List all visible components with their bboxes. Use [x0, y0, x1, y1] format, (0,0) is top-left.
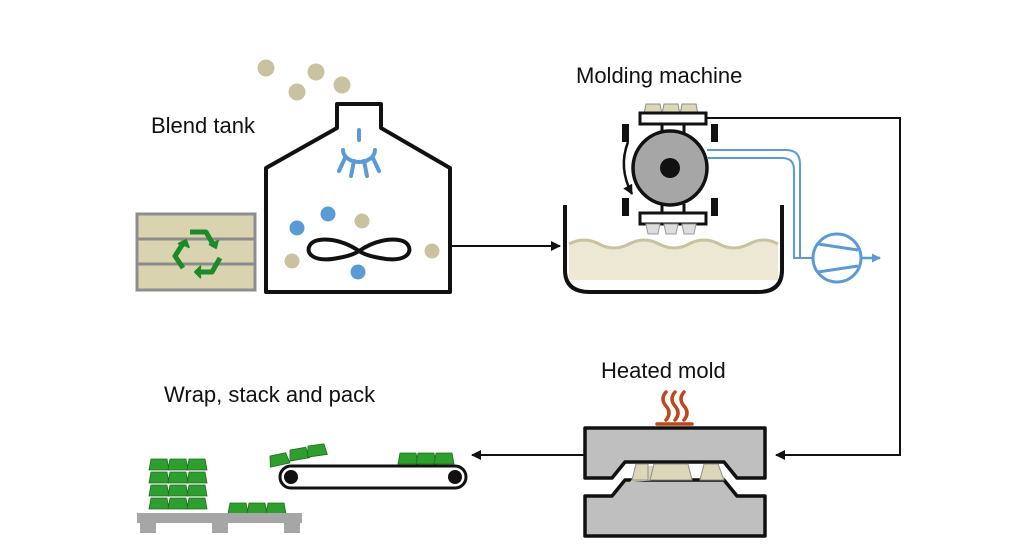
heat-icon — [655, 390, 694, 426]
heated-mold — [583, 426, 767, 538]
flow-arrow-machine-to-mold — [707, 117, 901, 460]
mixer-blade-icon — [306, 237, 412, 262]
pulp-vat — [563, 205, 784, 294]
molding-machine — [622, 103, 718, 235]
vacuum-line — [707, 149, 812, 259]
molding-machine-label: Molding machine — [576, 63, 743, 88]
product-stack — [148, 458, 287, 515]
tank-contents — [284, 206, 440, 280]
recycle-icon — [172, 229, 223, 279]
pump-icon — [811, 232, 881, 284]
conveyor-belt — [267, 443, 468, 490]
wrap-stack-pack-label: Wrap, stack and pack — [164, 382, 376, 407]
pallet — [137, 513, 302, 533]
raw-pellets — [257, 59, 351, 101]
heated-mold-label: Heated mold — [601, 358, 726, 383]
recycle-crate — [135, 212, 257, 292]
blend-tank-label: Blend tank — [151, 113, 255, 138]
spray-nozzle-icon — [337, 128, 381, 178]
